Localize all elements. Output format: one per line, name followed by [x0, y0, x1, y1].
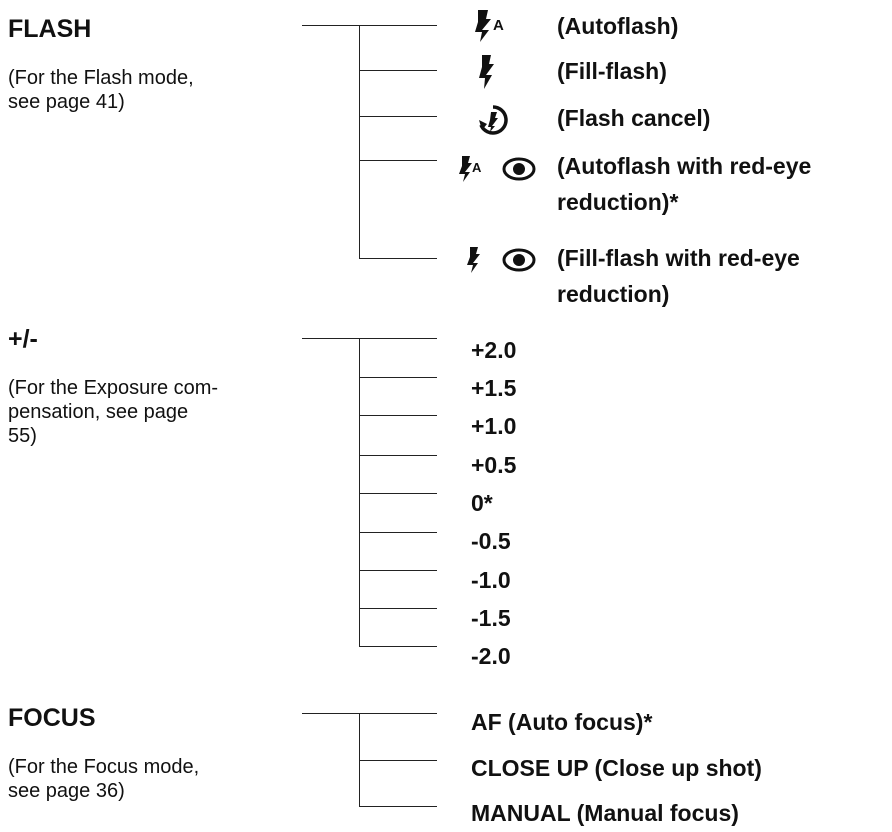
- exposure-note-line-1: (For the Exposure com-: [8, 377, 219, 399]
- exposure-tree-trunk: [359, 338, 360, 647]
- flash-option-fill-flash-red-eye: (Fill-flash with red-eye: [557, 245, 800, 271]
- focus-branch: [359, 760, 437, 761]
- exposure-branch: [359, 415, 437, 416]
- svg-text:A: A: [493, 17, 504, 34]
- flash-branch: [359, 25, 437, 26]
- exposure-option: +0.5: [471, 452, 517, 478]
- exposure-option: -1.0: [471, 567, 511, 593]
- exposure-note-line-2: pensation, see page: [8, 401, 189, 423]
- flash-title: FLASH: [8, 15, 92, 43]
- exposure-option: -0.5: [471, 528, 511, 554]
- focus-branch: [359, 806, 437, 807]
- exposure-option: +2.0: [471, 337, 517, 363]
- focus-option-close-up: CLOSE UP (Close up shot): [471, 755, 762, 781]
- exposure-branch: [359, 532, 437, 533]
- exposure-branch: [359, 338, 437, 339]
- exposure-title: +/-: [8, 325, 38, 353]
- exposure-option: -2.0: [471, 643, 511, 669]
- focus-option-af: AF (Auto focus)*: [471, 709, 653, 735]
- flash-branch: [359, 116, 437, 117]
- flash-branch: [359, 258, 437, 259]
- focus-note-line-1: (For the Focus mode,: [8, 756, 200, 778]
- exposure-branch: [359, 493, 437, 494]
- focus-branch: [359, 713, 437, 714]
- flash-lead-line: [302, 25, 360, 26]
- flash-branch: [359, 70, 437, 71]
- flash-cancel-icon: [476, 103, 510, 137]
- exposure-option: -1.5: [471, 605, 511, 631]
- autoflash-icon: A: [474, 10, 524, 42]
- flash-note-line-2: see page 41): [8, 91, 125, 113]
- exposure-note-line-3: 55): [8, 425, 37, 447]
- flash-note-line-1: (For the Flash mode,: [8, 67, 194, 89]
- exposure-branch: [359, 570, 437, 571]
- exposure-option: +1.0: [471, 413, 517, 439]
- focus-note-line-2: see page 36): [8, 780, 125, 802]
- fill-flash-icon: [474, 55, 500, 89]
- exposure-option: 0*: [471, 490, 493, 516]
- flash-option-autoflash: (Autoflash): [557, 13, 679, 39]
- exposure-branch: [359, 455, 437, 456]
- flash-option-autoflash-red-eye: (Autoflash with red-eye: [557, 153, 812, 179]
- flash-option-fill-flash: (Fill-flash): [557, 58, 667, 84]
- focus-option-manual: MANUAL (Manual focus): [471, 800, 739, 826]
- autoflash-red-eye-icon: A: [458, 152, 540, 184]
- exposure-lead-line: [302, 338, 360, 339]
- flash-branch: [359, 160, 437, 161]
- exposure-branch: [359, 608, 437, 609]
- flash-option-fill-flash-red-eye-line-2: reduction): [557, 281, 670, 307]
- flash-tree-trunk: [359, 25, 360, 259]
- exposure-branch: [359, 377, 437, 378]
- focus-lead-line: [302, 713, 360, 714]
- flash-option-flash-cancel: (Flash cancel): [557, 105, 711, 131]
- fill-flash-red-eye-icon: [466, 243, 540, 275]
- focus-title: FOCUS: [8, 704, 96, 732]
- exposure-option: +1.5: [471, 375, 517, 401]
- flash-option-autoflash-red-eye-line-2: reduction)*: [557, 189, 679, 215]
- svg-text:A: A: [472, 160, 482, 175]
- exposure-branch: [359, 646, 437, 647]
